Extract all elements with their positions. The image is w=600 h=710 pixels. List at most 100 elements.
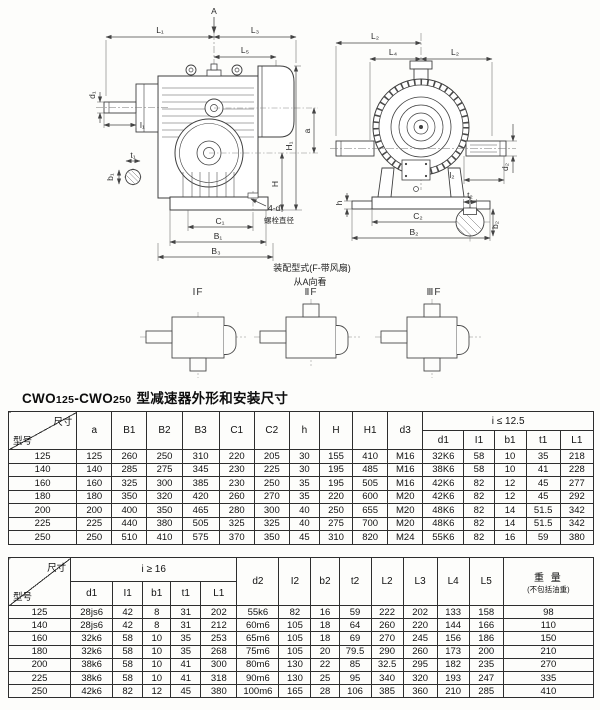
cell: 98 [502, 604, 595, 620]
col-header-t1: t1 [525, 430, 561, 450]
cell: 35 [525, 449, 561, 464]
input-key-section: t₁ b₁ [105, 150, 142, 186]
corner-label-model: 型号 [13, 436, 33, 447]
col-header-d1: d1 [70, 581, 114, 606]
cell: 250 [253, 476, 290, 491]
cell: 42K6 [422, 489, 465, 504]
cell: 220 [402, 618, 438, 633]
bolt-note-line1: 4-d₃ [268, 203, 284, 213]
cell: 230 [218, 462, 255, 477]
model-cell: 200 [7, 503, 78, 518]
cell: 32K6 [422, 449, 465, 464]
cell: 82 [463, 530, 495, 545]
cell: 485 [352, 462, 389, 477]
cell: 290 [370, 644, 404, 659]
front-view: A L₁ L₃ L₅ [87, 6, 318, 261]
col-header-I1: I1 [463, 430, 495, 450]
cell: 40 [288, 516, 320, 531]
cell: 82 [278, 604, 312, 620]
dim-label-H1: H₁ [284, 141, 294, 150]
cell: 360 [402, 684, 438, 699]
bolt-note-line2: 螺栓直径 [264, 215, 294, 225]
cell: 325 [218, 516, 255, 531]
cell: 14 [493, 503, 527, 518]
cell: 45 [525, 476, 561, 491]
model-cell: 225 [7, 670, 72, 686]
cell: 14 [493, 516, 527, 531]
title-model-num2: 250 [113, 394, 132, 406]
cell: 20 [310, 644, 340, 659]
table-row: 125 125 260 250 310 220 205 30 155 410 M… [7, 449, 595, 464]
cell: 200 [76, 503, 113, 518]
cell: 370 [218, 530, 255, 545]
cell: 130 [278, 670, 312, 686]
cell: 220 [318, 489, 354, 504]
cell: 30 [288, 449, 320, 464]
cell: 41 [170, 670, 202, 686]
cell: 58 [112, 670, 144, 686]
cell: 465 [181, 503, 220, 518]
dim-label-B1: B₁ [214, 231, 223, 241]
cell: 42 [112, 618, 144, 633]
cell: 205 [253, 449, 290, 464]
cell: 35 [288, 476, 320, 491]
cell: 45 [525, 489, 561, 504]
cell: 160 [76, 476, 113, 491]
model-cell: 140 [7, 618, 72, 633]
cell: 95 [338, 670, 372, 686]
cell: 133 [436, 604, 470, 620]
cell: 156 [436, 631, 470, 646]
dim-label-l1: l₁ [140, 120, 145, 130]
title-model-prefix2: -CWO [74, 391, 114, 406]
cell: 270 [253, 489, 290, 504]
cell: 225 [253, 462, 290, 477]
cell: 222 [370, 604, 404, 620]
cell: 300 [200, 657, 238, 672]
cell: 225 [76, 516, 113, 531]
table-row: 180 180 350 320 420 260 270 35 220 600 M… [7, 489, 595, 504]
cell: 195 [318, 476, 354, 491]
dim-label-L2b: L₂ [451, 47, 459, 57]
cell: 158 [468, 604, 504, 620]
cell: 150 [502, 631, 595, 646]
eye-bolts [185, 64, 243, 76]
cell: 35 [170, 644, 202, 659]
dim-label-d1: d₁ [87, 91, 97, 99]
cell: 235 [468, 657, 504, 672]
cell: 335 [502, 670, 595, 686]
model-cell: 125 [7, 449, 78, 464]
cell: 110 [502, 618, 595, 633]
cell: 165 [278, 684, 312, 699]
cell: 12 [493, 476, 527, 491]
cell: 38K6 [422, 462, 465, 477]
table-row: 140 28js6 42 8 31 212 60m6 105 18 64 260… [7, 618, 595, 633]
cell: 320 [146, 489, 183, 504]
cell: 245 [402, 631, 438, 646]
cell: 10 [493, 449, 527, 464]
cell: 380 [200, 684, 238, 699]
dim-label-d2: d₂ [500, 163, 510, 171]
cell: 82 [112, 684, 144, 699]
table-row: 160 32k6 58 10 35 253 65m6 105 18 69 270… [7, 631, 595, 646]
cell: 12 [493, 489, 527, 504]
cell: 12 [142, 684, 172, 699]
cell: 260 [111, 449, 148, 464]
dim-label-C1: C₁ [215, 216, 224, 226]
col-header-b2: b2 [310, 557, 340, 606]
table-row: 160 160 325 300 385 230 250 35 195 505 M… [7, 476, 595, 491]
cell: 125 [76, 449, 113, 464]
col-header-b1: b1 [142, 581, 172, 606]
col-header-d3: d3 [387, 411, 424, 450]
cell: 10 [142, 670, 172, 686]
cell: 25 [310, 670, 340, 686]
cell: 90m6 [236, 670, 280, 686]
dim-label-b2: b₂ [490, 221, 500, 229]
cell: 140 [76, 462, 113, 477]
cell: 270 [370, 631, 404, 646]
cell: 130 [278, 657, 312, 672]
cell: 32k6 [70, 631, 114, 646]
cell: 380 [559, 530, 595, 545]
cell: 250 [146, 449, 183, 464]
col-header-H: H [318, 411, 354, 450]
cell: 410 [352, 449, 389, 464]
